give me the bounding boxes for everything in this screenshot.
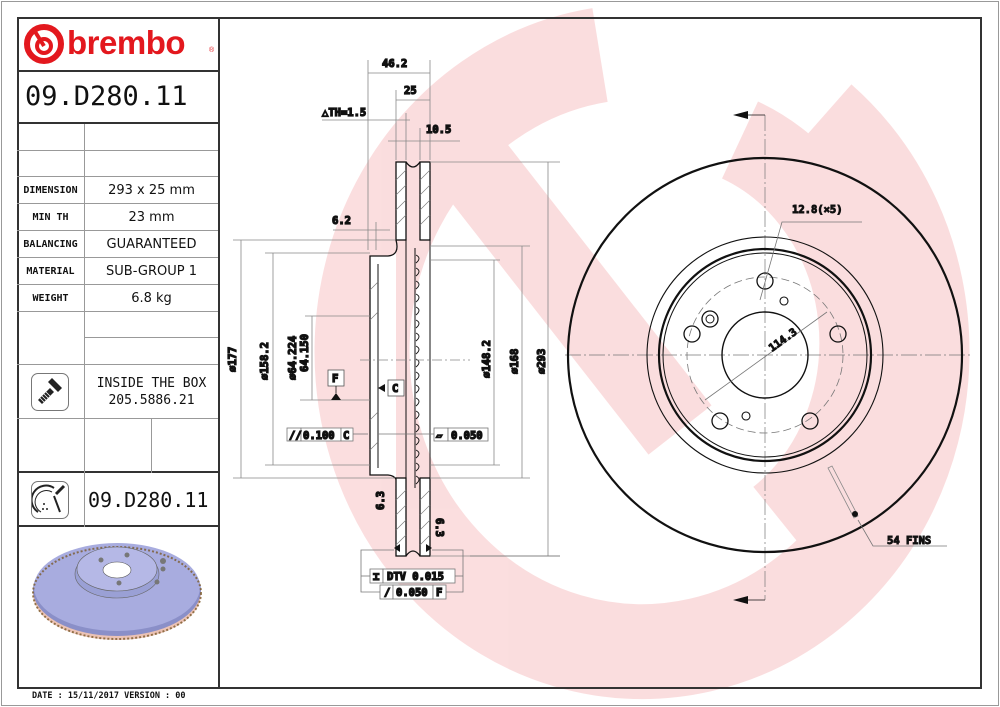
inside-the-box-title: INSIDE THE BOX: [96, 376, 207, 391]
drawing-frame: [17, 17, 982, 689]
svg-text:6.3: 6.3: [433, 518, 445, 537]
svg-text:C: C: [392, 383, 398, 395]
empty-row: [17, 312, 218, 365]
svg-text:⌀168: ⌀168: [509, 349, 521, 374]
empty-row: [17, 124, 218, 151]
bottom-part-row: 09.D280.11: [17, 473, 218, 527]
empty-row: [17, 419, 218, 473]
svg-text:10.5: 10.5: [426, 124, 451, 136]
svg-text:64.150: 64.150: [299, 334, 311, 372]
brand-name: brembo: [67, 24, 186, 61]
svg-text:⌀293: ⌀293: [536, 349, 548, 374]
inside-the-box-row: INSIDE THE BOX 205.5886.21: [17, 365, 218, 419]
inside-the-box-code: 205.5886.21: [108, 393, 195, 408]
svg-text://: //: [289, 430, 302, 442]
svg-text:54 FINS: 54 FINS: [887, 535, 931, 547]
svg-text:△TH=1.5: △TH=1.5: [322, 107, 366, 119]
registered-mark: ®: [209, 47, 215, 54]
svg-text:12.8(×5): 12.8(×5): [792, 204, 843, 216]
part-number: 09.D280.11: [17, 70, 218, 124]
svg-text:DTV 0.015: DTV 0.015: [387, 571, 444, 583]
svg-text:46.2: 46.2: [382, 58, 407, 70]
spec-row-balancing: BALANCING GUARANTEED: [17, 231, 218, 258]
svg-text:25: 25: [404, 85, 417, 97]
screw-icon: [31, 373, 69, 411]
svg-text:/: /: [384, 587, 390, 599]
section-view: 46.2 25 △TH=1.5 10.5 6.2: [226, 57, 560, 600]
svg-text:0.050: 0.050: [451, 430, 483, 442]
svg-text:⌀148.2: ⌀148.2: [481, 340, 493, 378]
brembo-logo-icon: [24, 24, 64, 64]
svg-text:▱: ▱: [436, 430, 443, 442]
spec-row-weight: WEIGHT 6.8 kg: [17, 285, 218, 312]
bottom-part-number: 09.D280.11: [88, 488, 209, 512]
svg-text:F: F: [436, 587, 442, 599]
svg-text:0.050: 0.050: [396, 587, 428, 599]
svg-text:6.3: 6.3: [375, 491, 387, 510]
spec-row-dimension: DIMENSION 293 x 25 mm: [17, 177, 218, 204]
svg-text:F: F: [332, 373, 338, 385]
spec-row-material: MATERIAL SUB-GROUP 1: [17, 258, 218, 285]
svg-text:6.2: 6.2: [332, 215, 351, 227]
disc-caliper-icon: [30, 481, 69, 519]
title-block: brembo ® 09.D280.11 DIMENSION 293 x 25 m…: [17, 17, 220, 689]
column-divider: [84, 124, 85, 527]
empty-row: [85, 312, 218, 338]
svg-text:⌀177: ⌀177: [227, 347, 239, 372]
svg-text:0.100: 0.100: [303, 430, 335, 442]
disc-render-image: [32, 543, 202, 640]
svg-text:⌶: ⌶: [373, 571, 379, 583]
svg-text:⌀158.2: ⌀158.2: [259, 342, 271, 380]
brand-logo: brembo ®: [17, 17, 218, 72]
svg-text:⌀64.224: ⌀64.224: [287, 336, 299, 380]
front-view: 114.3 12.8(×5) 54 FINS: [565, 111, 972, 604]
footer-date-version: DATE : 15/11/2017 VERSION : 00: [32, 691, 186, 701]
empty-row: [17, 151, 218, 177]
spec-row-min-th: MIN TH 23 mm: [17, 204, 218, 231]
divider: [151, 419, 152, 473]
svg-text:C: C: [343, 430, 349, 442]
